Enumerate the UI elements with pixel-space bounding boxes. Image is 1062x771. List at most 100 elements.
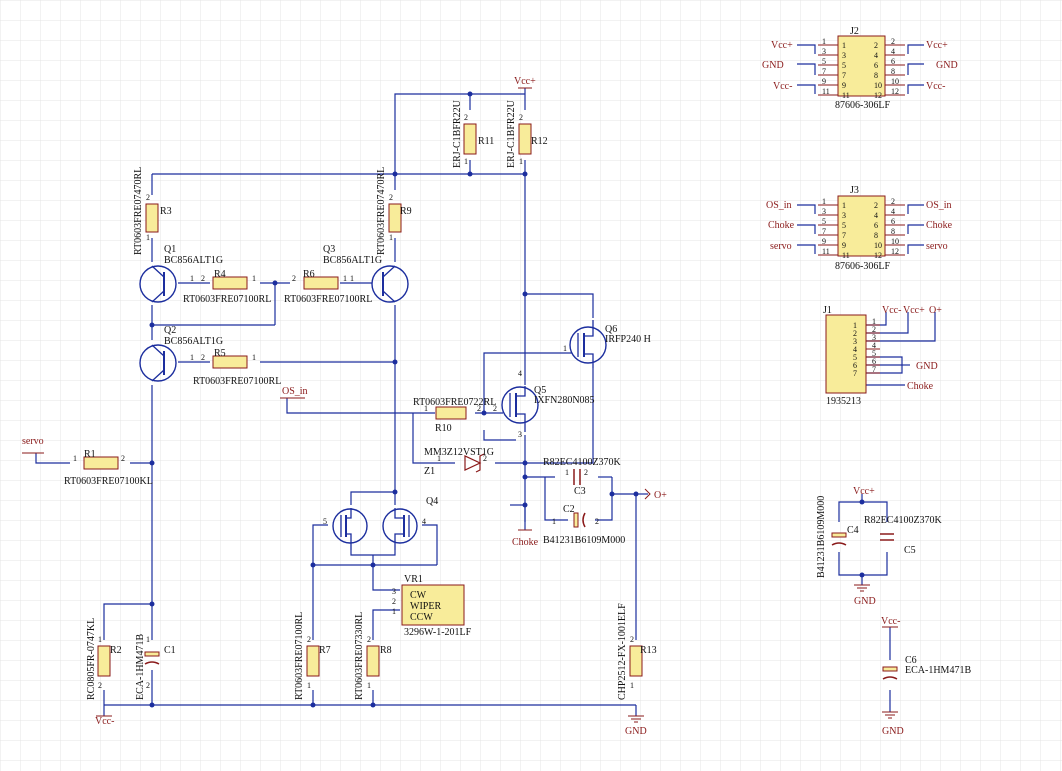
capacitor-c5[interactable]: R82EC4100Z370K C5 [864, 515, 943, 556]
j1-pin-number: 1 [853, 321, 857, 330]
transistor-q4[interactable]: Q4 [332, 496, 438, 556]
trimmer-vr1[interactable]: VR1 CW WIPER CCW 3296W-1-201LF [401, 574, 472, 638]
header-pin-number: 2 [874, 201, 878, 210]
svg-text:Vcc+: Vcc+ [771, 40, 793, 51]
header-pin-number: 7 [822, 67, 826, 76]
svg-text:87606-306LF: 87606-306LF [835, 261, 890, 272]
header-pin-number: 11 [822, 247, 830, 256]
header-pin-number: 4 [874, 211, 878, 220]
svg-text:R82EC4100Z370K: R82EC4100Z370K [864, 515, 943, 526]
header-pin-number: 9 [822, 77, 826, 86]
svg-text:ECA-1HM471B: ECA-1HM471B [905, 665, 971, 676]
net-servo: servo [22, 436, 44, 447]
transistor-q3[interactable]: Q3 BC856ALT1G [323, 244, 409, 303]
svg-text:Choke: Choke [907, 381, 934, 392]
svg-text:Q5: Q5 [534, 385, 546, 396]
header-pin-number: 4 [874, 51, 878, 60]
svg-text:R13: R13 [640, 645, 657, 656]
j1-pin-number: 4 [872, 341, 876, 350]
svg-text:R4: R4 [214, 269, 226, 280]
zener-z1[interactable]: MM3Z12VST1G Z1 [424, 447, 494, 477]
net-o-plus: O+ [654, 490, 667, 501]
svg-text:GND: GND [916, 361, 938, 372]
svg-text:2: 2 [595, 517, 599, 526]
svg-text:MM3Z12VST1G: MM3Z12VST1G [424, 447, 494, 458]
resistor-r3[interactable]: R3 RT0603FRE07470RL [133, 167, 172, 255]
svg-text:RT0603FRE07100RL: RT0603FRE07100RL [294, 612, 305, 700]
svg-text:1: 1 [252, 353, 256, 362]
resistor-r4[interactable]: R4 RT0603FRE07100RL [183, 269, 271, 305]
svg-text:OS_in: OS_in [926, 200, 952, 211]
resistor-r11[interactable]: R11 ERJ-C1BFR22U [452, 99, 494, 168]
resistor-r8[interactable]: R8 RT0603FRE07330RL [354, 612, 392, 700]
svg-text:1: 1 [464, 157, 468, 166]
svg-text:B41231B6109M000: B41231B6109M000 [543, 535, 625, 546]
transistor-q5[interactable]: Q5 IXFN280N085 [501, 385, 595, 432]
svg-text:R9: R9 [400, 206, 412, 217]
svg-text:1: 1 [565, 468, 569, 477]
svg-text:ECA-1HM471B: ECA-1HM471B [135, 634, 146, 700]
svg-text:BC856ALT1G: BC856ALT1G [323, 255, 382, 266]
svg-text:1: 1 [190, 274, 194, 283]
header-pin-number: 2 [891, 37, 895, 46]
resistor-r13[interactable]: R13 CHP2512-FX-1001ELF [617, 603, 657, 700]
svg-text:87606-306LF: 87606-306LF [835, 100, 890, 111]
svg-text:2: 2 [630, 635, 634, 644]
svg-text:4: 4 [518, 369, 522, 378]
resistor-r10[interactable]: RT0603FRE0722RL R10 [413, 397, 496, 434]
transistor-q6[interactable]: Q6 IRFP240 H [569, 320, 651, 368]
header-pin-number: 8 [874, 231, 878, 240]
svg-text:CCW: CCW [410, 612, 433, 623]
header-pin-number: 12 [874, 91, 882, 100]
resistor-r9[interactable]: R9 RT0603FRE07470RL [376, 167, 412, 255]
resistor-r1[interactable]: R1 RT0603FRE07100KL [64, 449, 153, 487]
net-vcc-minus-bottom: Vcc- [95, 716, 114, 727]
capacitor-c4[interactable]: C4 B41231B6109M000 [816, 496, 859, 578]
transistor-q2[interactable]: Q2 BC856ALT1G [139, 325, 223, 382]
resistor-r2[interactable]: R2 RC0805FR-0747KL [86, 618, 122, 700]
header-pin-number: 11 [822, 87, 830, 96]
svg-text:1: 1 [343, 274, 347, 283]
svg-text:C4: C4 [847, 525, 859, 536]
transistor-q1[interactable]: Q1 BC856ALT1G [139, 244, 223, 303]
svg-text:1: 1 [519, 157, 523, 166]
svg-text:IRFP240 H: IRFP240 H [605, 334, 651, 345]
svg-text:IXFN280N085: IXFN280N085 [534, 395, 595, 406]
capacitor-c6[interactable]: C6 ECA-1HM471B [882, 655, 971, 680]
svg-text:C3: C3 [574, 486, 586, 497]
resistor-r12[interactable]: R12 ERJ-C1BFR22U [506, 99, 548, 168]
svg-text:GND: GND [762, 60, 784, 71]
svg-text:R2: R2 [110, 645, 122, 656]
svg-text:C5: C5 [904, 545, 916, 556]
svg-text:1: 1 [389, 233, 393, 242]
header-pin-number: 3 [822, 207, 826, 216]
header-pin-number: 8 [891, 67, 895, 76]
capacitor-c3[interactable]: R82EC4100Z370K C3 [543, 457, 622, 497]
svg-text:RT0603FRE0722RL: RT0603FRE0722RL [413, 397, 496, 408]
j1-pin-number: 7 [853, 369, 857, 378]
svg-text:2: 2 [201, 274, 205, 283]
svg-text:RT0603FRE07100RL: RT0603FRE07100RL [183, 294, 271, 305]
svg-text:J1: J1 [823, 305, 832, 316]
svg-text:1: 1 [307, 681, 311, 690]
svg-text:R5: R5 [214, 348, 226, 359]
capacitor-c2[interactable]: C2 B41231B6109M000 [543, 504, 625, 546]
resistor-r7[interactable]: R7 RT0603FRE07100RL [294, 612, 331, 700]
header-pin-number: 12 [874, 251, 882, 260]
capacitor-c1[interactable]: C1 ECA-1HM471B [135, 634, 176, 700]
svg-text:C2: C2 [563, 504, 575, 515]
header-pin-number: 5 [842, 221, 846, 230]
net-gnd-c6: GND [882, 726, 904, 737]
header-pin-number: 6 [874, 221, 878, 230]
svg-text:R11: R11 [478, 136, 494, 147]
svg-text:RT0603FRE07470RL: RT0603FRE07470RL [376, 167, 387, 255]
resistor-r5[interactable]: R5 RT0603FRE07100RL [193, 348, 281, 387]
svg-text:2: 2 [519, 113, 523, 122]
header-pin-number: 6 [874, 61, 878, 70]
svg-text:1: 1 [437, 454, 441, 463]
resistor-r6[interactable]: R6 RT0603FRE07100RL [284, 269, 372, 305]
